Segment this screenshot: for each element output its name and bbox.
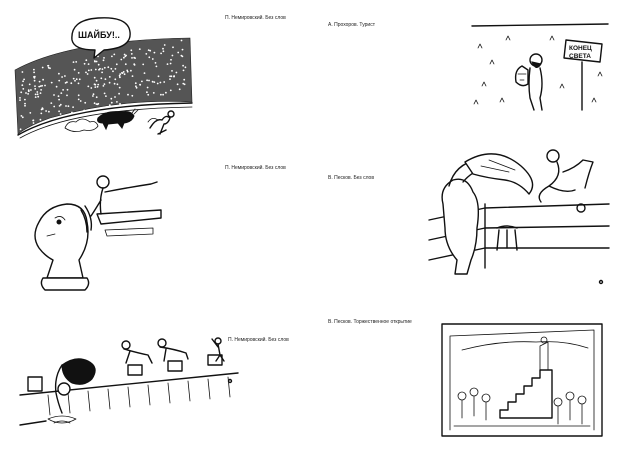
cartoon-boxing-ring — [425, 142, 610, 287]
cartoon-swimming-pool — [18, 337, 248, 437]
caption-boxing: В. Песков. Без слов — [328, 175, 374, 181]
cartoon-tourist: КОНЕЦ СВЕТА — [470, 18, 610, 118]
caption-tourist: А. Прохоров. Турист — [328, 22, 376, 28]
speech-bubble-text: ШАЙБУ!.. — [78, 29, 120, 40]
sign-line-1: КОНЕЦ — [569, 45, 592, 52]
cartoon-hockey-bullfight: ШАЙБУ!.. — [10, 10, 195, 140]
caption-chess: П. Немировский. Без слов — [225, 165, 286, 171]
sign-line-2: СВЕТА — [569, 53, 591, 60]
caption-hockey: П. Немировский. Без слов — [225, 15, 286, 21]
caption-opening: В. Песков. Торжественное открытие — [328, 319, 412, 325]
caption-swimming: П. Немировский. Без слов — [228, 337, 289, 343]
cartoon-grand-opening — [440, 322, 605, 440]
cartoon-chess-knight — [25, 170, 190, 300]
